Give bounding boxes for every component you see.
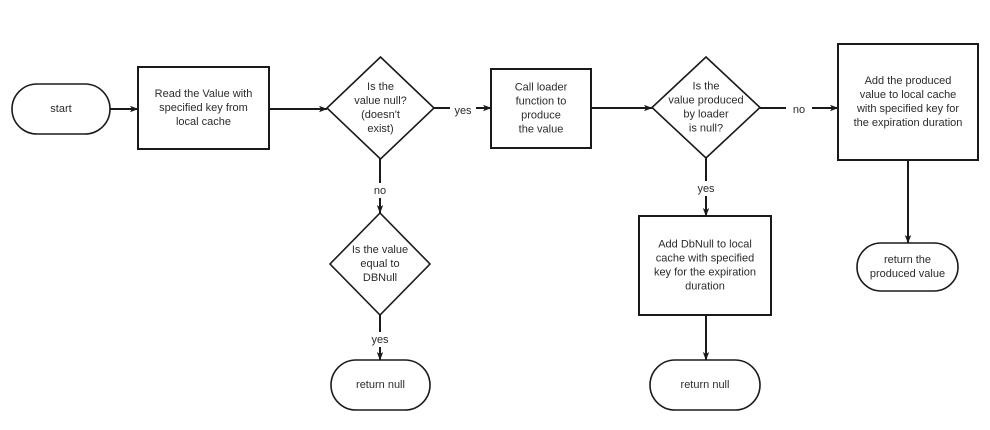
edge-label-backdrop [786, 102, 812, 117]
process-box [837, 43, 979, 161]
process-box [490, 68, 592, 149]
terminator-shape [649, 359, 761, 411]
edge-decision1-no-to-decision2-dbnull: no [367, 159, 393, 214]
edge-label-decision1-no-to-decision2-dbnull: no [374, 185, 386, 197]
node-return-null-middle[interactable]: return null [649, 359, 761, 411]
node-label: return null [356, 379, 405, 391]
decision-diamond [328, 211, 432, 317]
edge-decision2-no-to-addvalue: no [760, 102, 839, 117]
edge-decision2-yes-to-adddbnull: yes [693, 158, 719, 217]
node-label: start [50, 103, 71, 115]
edge-label-decision2-no-to-addvalue: no [793, 104, 805, 116]
terminator-shape [330, 359, 431, 411]
edge-decision1-yes-to-loader: yes [434, 103, 492, 118]
process-box [638, 215, 772, 316]
decision-diamond [650, 55, 762, 160]
edge-label-dbnull-yes-to-returnnull: yes [371, 334, 389, 346]
edge-label-decision1-yes-to-loader: yes [454, 105, 472, 117]
node-start[interactable]: start [11, 83, 111, 135]
terminator-shape [11, 83, 111, 135]
edge-label-decision2-yes-to-adddbnull: yes [697, 183, 715, 195]
process-box [137, 66, 270, 150]
edges-layer: yes no no yes yes [110, 102, 912, 361]
decision-diamond [325, 55, 436, 161]
edge-label-backdrop [367, 332, 393, 347]
node-label: return null [681, 379, 730, 391]
node-return-null-left[interactable]: return null [330, 359, 431, 411]
terminator-shape [856, 242, 959, 292]
edge-label-backdrop [367, 183, 393, 198]
edge-label-backdrop [450, 103, 476, 118]
edge-label-backdrop [693, 181, 719, 196]
edge-dbnull-yes-to-returnnull: yes [367, 315, 393, 361]
